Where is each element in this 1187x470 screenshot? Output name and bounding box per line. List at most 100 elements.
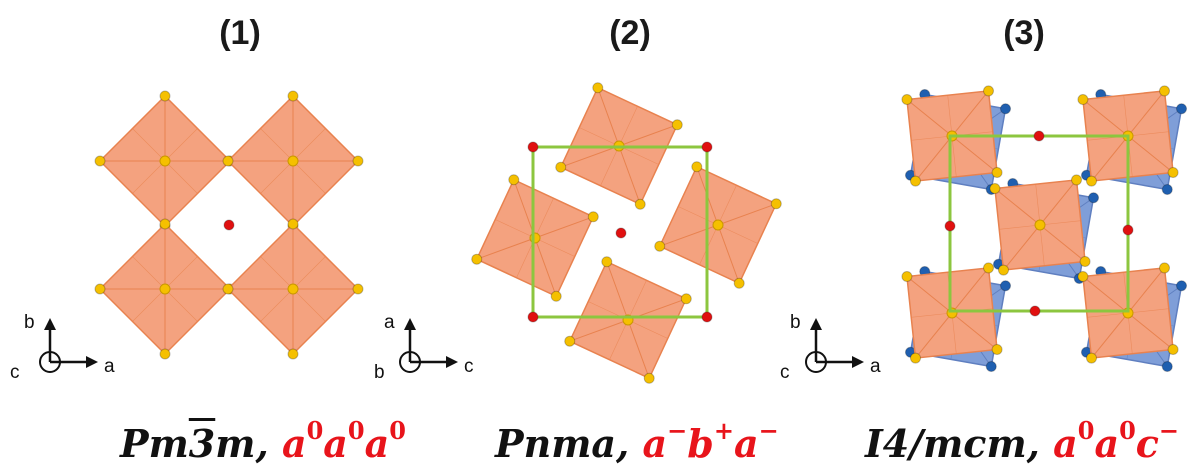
- octahedron-edge: [534, 198, 554, 239]
- octahedron-edge: [260, 160, 294, 194]
- octahedron-edge: [164, 160, 198, 194]
- octahedron-edge: [1123, 95, 1129, 137]
- octahedron-edge: [1127, 308, 1169, 314]
- octahedron-edge: [260, 288, 294, 322]
- octahedron-edge: [292, 256, 326, 290]
- octahedron-edge: [618, 106, 638, 147]
- panel-1-cubic-structure: [94, 90, 364, 360]
- oxygen-atom: [1167, 344, 1179, 356]
- oxygen-atom: [712, 219, 724, 231]
- tilt-sign: 0: [389, 416, 406, 445]
- oxygen-atom: [654, 240, 666, 252]
- tilt-axis: a: [642, 421, 668, 466]
- octahedron: [98, 222, 232, 356]
- octahedron-edge: [560, 145, 620, 168]
- back-oxygen-atom: [1176, 280, 1187, 292]
- octahedron-edge: [678, 206, 719, 226]
- oxygen-atom: [1079, 256, 1091, 268]
- oxygen-atom: [983, 262, 995, 274]
- octahedron-edge: [994, 188, 1041, 226]
- octahedron-edge: [1087, 312, 1129, 318]
- octahedron-edge: [1091, 135, 1129, 182]
- tilt-axis: a: [1094, 421, 1120, 466]
- oxygen-atom: [550, 290, 562, 302]
- octahedron-edge: [915, 312, 953, 359]
- octahedron-edge: [534, 216, 594, 239]
- tilt-sign: 0: [1119, 416, 1136, 445]
- oxygen-atom: [159, 348, 171, 360]
- octahedron-edge: [1082, 99, 1129, 137]
- oxygen-atom: [1077, 93, 1089, 105]
- octahedron-edge: [132, 128, 166, 162]
- octahedron-edge: [495, 219, 536, 239]
- space-group-bar-digit: 3: [188, 421, 216, 466]
- oxygen-atom: [1085, 175, 1097, 187]
- oxygen-atom: [352, 155, 364, 167]
- octahedron-edge: [1003, 224, 1041, 271]
- octahedron-edge: [164, 288, 198, 322]
- glazer-notation: a0a0a0: [282, 416, 406, 466]
- octahedron-edge: [951, 267, 989, 314]
- octahedron-edge: [569, 319, 629, 342]
- octahedron-edge: [534, 237, 557, 297]
- octahedron: [226, 94, 360, 228]
- octahedron-edge: [1127, 312, 1174, 350]
- space-group: Pm3m: [120, 421, 255, 466]
- oxygen-atom: [671, 119, 683, 131]
- arrow-head-icon: [404, 318, 416, 330]
- space-group: I4/mcm: [865, 421, 1027, 466]
- octahedron-edge: [292, 288, 326, 322]
- glazer-notation: a−b+a−: [642, 416, 779, 466]
- octahedron-edge: [1039, 220, 1081, 226]
- out-of-plane-circle-icon: [39, 351, 61, 373]
- oxygen-atom: [222, 155, 234, 167]
- back-oxygen-atom: [1176, 103, 1187, 115]
- a-site-atom: [615, 227, 627, 239]
- panel-2-caption: Pnma, a−b+a−: [495, 416, 779, 466]
- tilt-axis: a: [323, 421, 348, 466]
- octahedron-edge: [717, 224, 740, 284]
- arrow-head-icon: [810, 318, 822, 330]
- arrow-head-icon: [86, 356, 98, 368]
- tilt-axis: c: [1135, 421, 1159, 466]
- back-oxygen-atom: [1000, 280, 1012, 292]
- octahedron-edge: [951, 312, 957, 354]
- oxygen-atom: [901, 93, 913, 105]
- unit-cell-outline: [531, 145, 709, 319]
- oxygen-atom: [909, 352, 921, 364]
- oxygen-atom: [680, 293, 692, 305]
- octahedron-edge: [164, 256, 198, 290]
- oxygen-atom: [634, 198, 646, 210]
- octahedron-edge: [1039, 224, 1086, 262]
- oxygen-atom: [991, 344, 1003, 356]
- octahedron-edge: [618, 124, 678, 147]
- panel-2-label: (2): [609, 14, 651, 52]
- back-oxygen-atom: [985, 361, 997, 373]
- oxygen-atom: [287, 348, 299, 360]
- oxygen-atom: [1159, 262, 1171, 274]
- octahedron-edge: [292, 128, 326, 162]
- octahedron-edge: [606, 261, 629, 321]
- axis-label-out-of-plane: c: [10, 362, 20, 383]
- oxygen-atom: [555, 161, 567, 173]
- oxygen-atom: [989, 182, 1001, 194]
- oxygen-atom: [287, 218, 299, 230]
- back-oxygen-atom: [1161, 361, 1173, 373]
- octahedron-edge: [260, 128, 294, 162]
- octahedron: [568, 260, 688, 380]
- tilt-axis: a: [733, 421, 759, 466]
- out-of-plane-circle-icon: [399, 351, 421, 373]
- axis-label-horizontal: a: [870, 356, 881, 377]
- oxygen-atom: [94, 155, 106, 167]
- octahedron-edge: [1127, 312, 1133, 354]
- a-site-atom: [1033, 130, 1045, 142]
- octahedron-edge: [534, 237, 575, 257]
- octahedron-edge: [1127, 135, 1174, 173]
- octahedron-edge: [915, 135, 953, 182]
- arrow-head-icon: [44, 318, 56, 330]
- back-oxygen-atom: [1000, 103, 1012, 115]
- octahedron-edge: [951, 312, 998, 350]
- oxygen-atom: [1034, 219, 1046, 231]
- octahedron-edge: [579, 127, 620, 147]
